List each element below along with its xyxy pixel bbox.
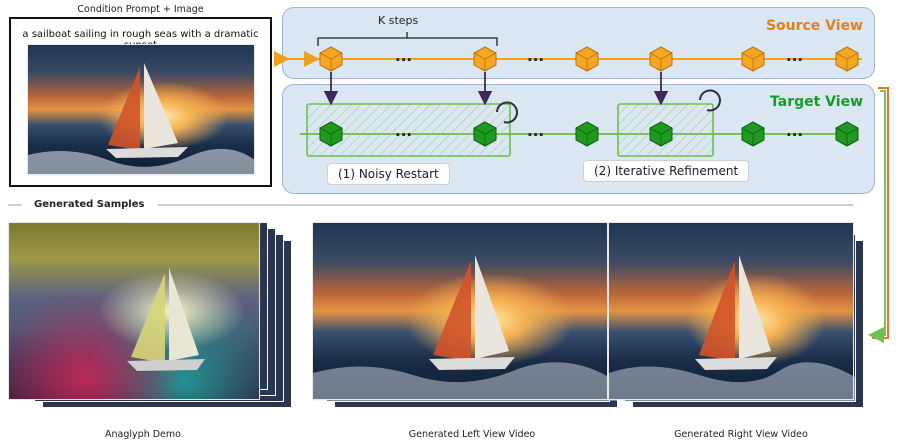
target-view-label: Target View bbox=[770, 94, 863, 110]
ellipsis: ... bbox=[527, 122, 545, 140]
sailboat-icon bbox=[313, 255, 609, 401]
left-view-frame bbox=[312, 222, 609, 401]
loop-arrow-icon bbox=[496, 101, 518, 124]
ellipsis: ... bbox=[395, 47, 413, 65]
source-view-label: Source View bbox=[765, 18, 863, 34]
ellipsis: ... bbox=[786, 122, 804, 140]
loop-arrow-icon bbox=[699, 89, 721, 112]
anaglyph-frame bbox=[8, 222, 260, 400]
right-view-caption: Generated Right View Video bbox=[674, 429, 808, 440]
anaglyph-caption: Anaglyph Demo bbox=[105, 429, 181, 440]
sailboat-icon bbox=[28, 63, 256, 176]
k-steps-label: K steps bbox=[378, 14, 419, 27]
k-steps-bracket bbox=[317, 37, 498, 46]
right-view-frame bbox=[608, 222, 855, 401]
condition-image bbox=[27, 44, 256, 176]
ellipsis: ... bbox=[395, 122, 413, 140]
condition-panel: a sailboat sailing in rough seas with a … bbox=[9, 17, 272, 187]
iterative-refinement-label: (2) Iterative Refinement bbox=[583, 160, 750, 182]
source-view-band bbox=[282, 7, 875, 79]
ellipsis: ... bbox=[527, 47, 545, 65]
sailboat-icon bbox=[609, 255, 855, 401]
left-view-caption: Generated Left View Video bbox=[408, 429, 536, 440]
condition-heading: Condition Prompt + Image bbox=[77, 4, 204, 15]
ellipsis: ... bbox=[786, 47, 804, 65]
sailboat-icon bbox=[127, 268, 205, 371]
noisy-restart-label: (1) Noisy Restart bbox=[327, 163, 450, 185]
noisy-restart-region bbox=[306, 103, 511, 157]
samples-heading: Generated Samples bbox=[28, 199, 151, 210]
